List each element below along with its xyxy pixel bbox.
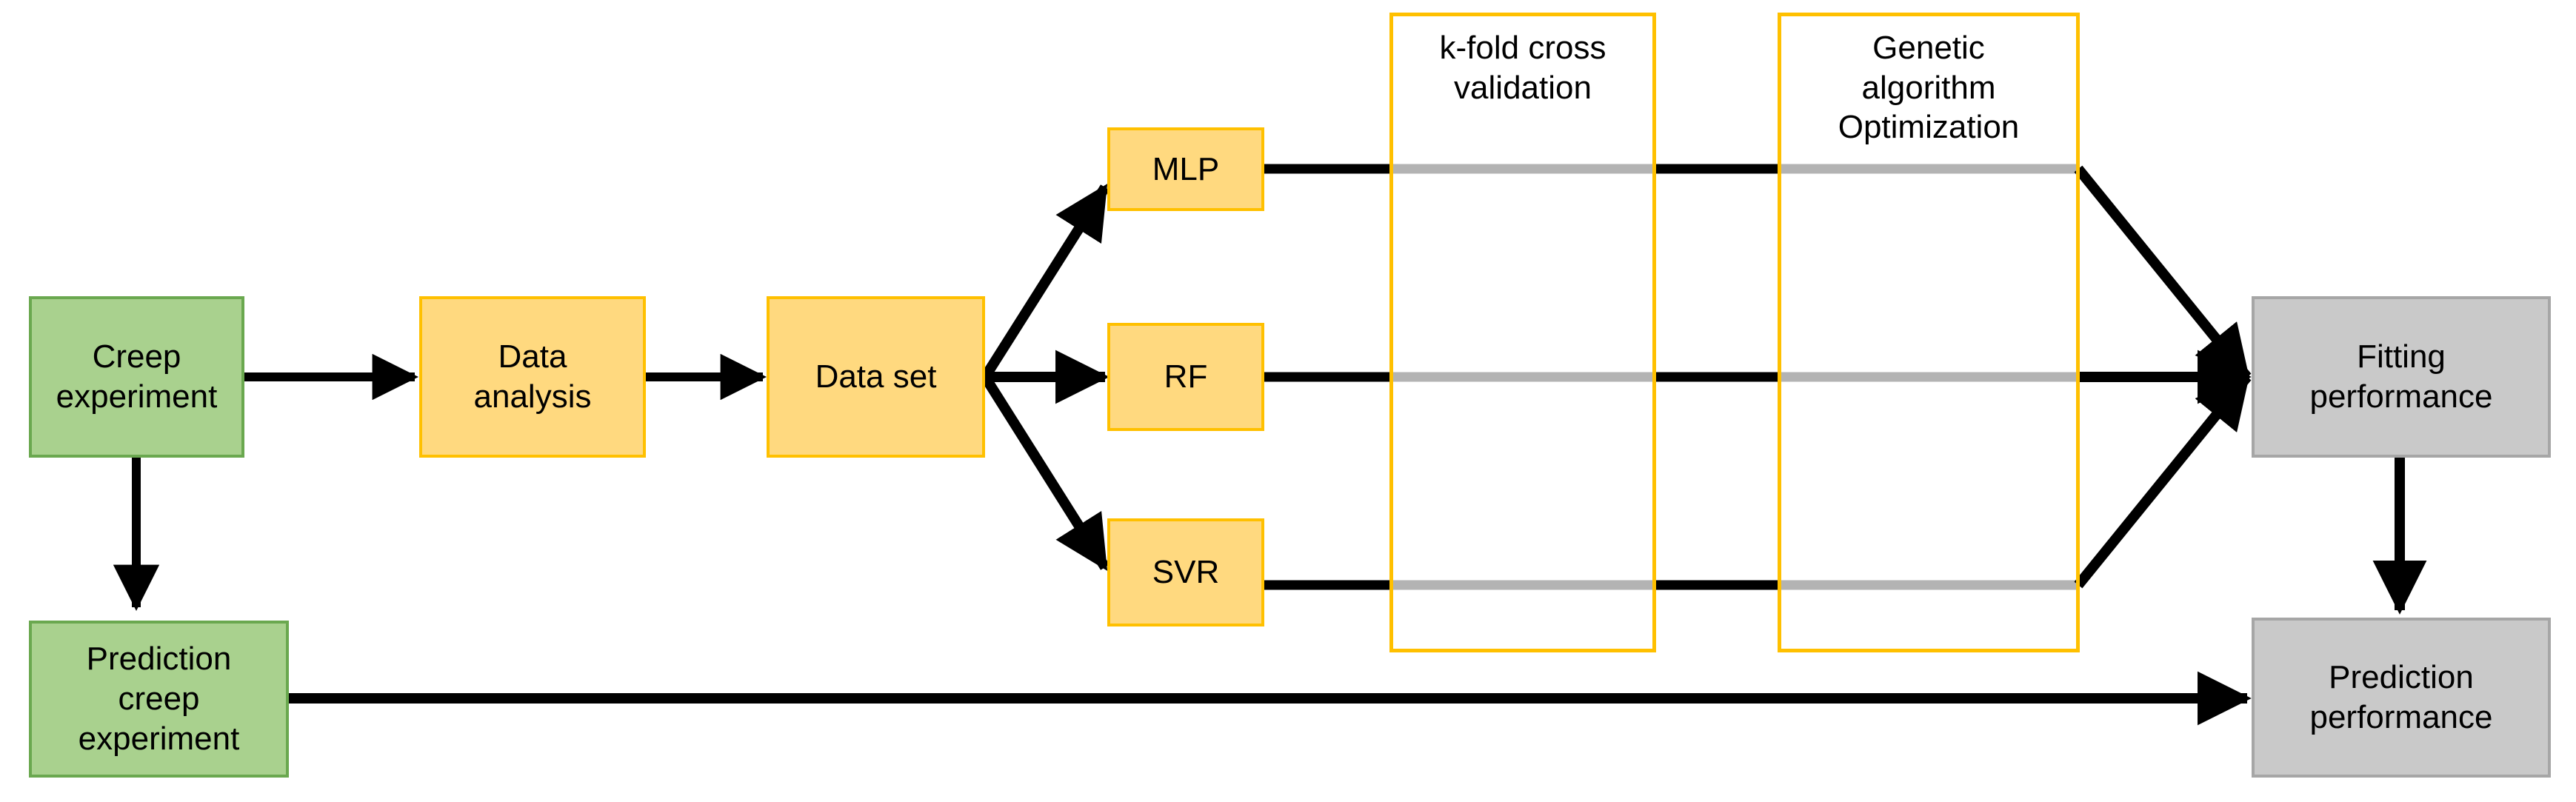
node-mlp[interactable]: MLP — [1107, 127, 1264, 211]
phase-label-kfold: k-fold cross validation — [1439, 30, 1606, 106]
node-svr[interactable]: SVR — [1107, 518, 1264, 626]
node-fitting-performance[interactable]: Fitting performance — [2252, 296, 2551, 458]
node-data-analysis[interactable]: Data analysis — [419, 296, 646, 458]
arrow-svr-to-fitting — [2074, 373, 2252, 589]
node-rf[interactable]: RF — [1107, 323, 1264, 431]
phase-box-genetic-algorithm — [1778, 13, 2080, 652]
phase-box-kfold — [1389, 13, 1656, 652]
arrow-dataset-to-svr — [981, 374, 1110, 571]
arrow-dataset-to-mlp — [981, 184, 1110, 380]
phase-label-genetic-algorithm: Genetic algorithm Optimization — [1838, 30, 2020, 146]
node-prediction-performance[interactable]: Prediction performance — [2252, 618, 2551, 778]
node-creep-experiment[interactable]: Creep experiment — [29, 296, 244, 458]
node-prediction-creep-experiment[interactable]: Prediction creep experiment — [29, 621, 289, 778]
arrow-mlp-to-fitting — [2074, 165, 2252, 381]
node-data-set[interactable]: Data set — [767, 296, 985, 458]
